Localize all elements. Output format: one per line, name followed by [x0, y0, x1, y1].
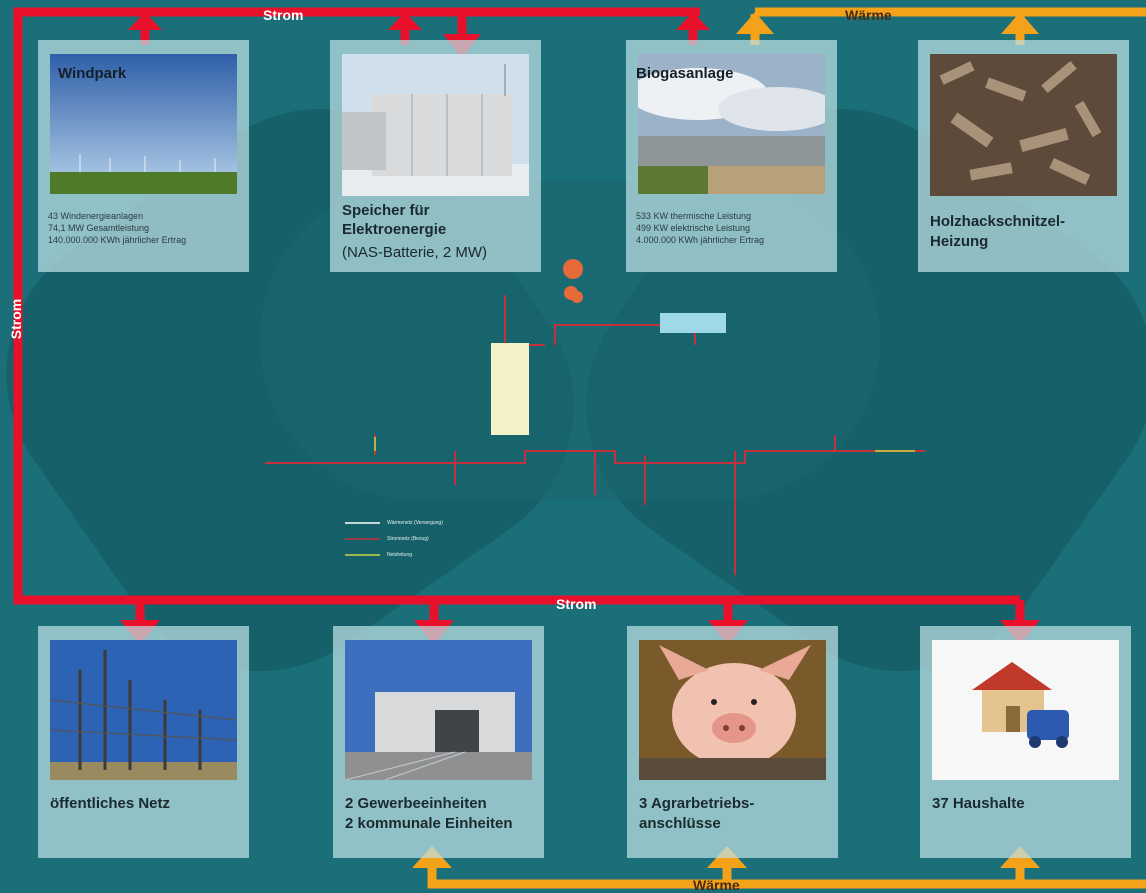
waerme-bottom-label: Wärme: [693, 877, 740, 893]
windpark-details: 43 Windenergieanlagen 74,1 MW Gesamtleis…: [48, 210, 186, 246]
windpark-detail-line: 140.000.000 KWh jährlicher Ertrag: [48, 235, 187, 245]
waerme-top-arrowheads: [736, 12, 1039, 34]
gewerbe-title-line1: 2 Gewerbeeinheiten: [345, 795, 487, 812]
map-legend-item: Wärmenetz (Versorgung): [387, 520, 443, 526]
agrar-card: 3 Agrarbetriebs- anschlüsse: [627, 626, 838, 858]
biogas-detail-line: 533 KW thermische Leistung: [636, 211, 752, 221]
speicher-subtitle: (NAS-Batterie, 2 MW): [342, 244, 488, 261]
speicher-card: Speicher für Elektroenergie (NAS-Batteri…: [330, 40, 541, 272]
map-lines: [265, 295, 925, 575]
biogas-detail-line: 4.000.000 KWh jährlicher Ertrag: [636, 235, 765, 245]
gewerbe-title-line2: 2 kommunale Einheiten: [345, 815, 513, 832]
strom-left-label: Strom: [8, 298, 25, 340]
map-orange-node-low: [571, 291, 583, 303]
map-yellow-block: [491, 343, 529, 435]
holz-photo: [930, 54, 1117, 196]
biogas-photo: [638, 54, 825, 194]
agrar-title-line1: 3 Agrarbetriebs-: [639, 795, 755, 812]
biogas-details: 533 KW thermische Leistung 499 KW elektr…: [636, 210, 764, 246]
speicher-title-line2: Elektroenergie: [342, 221, 447, 238]
strom-bottom-label: Strom: [556, 596, 597, 612]
map-legend-item: Stromnetz (Bezug): [387, 536, 429, 542]
map-legend-lines: [345, 522, 380, 556]
strom-arrowheads: [120, 12, 1040, 645]
holz-card: Holzhackschnitzel- Heizung: [918, 40, 1129, 272]
holz-title-line1: Holzhackschnitzel-: [930, 213, 1066, 230]
gewerbe-photo: [345, 640, 532, 780]
windpark-detail-line: 43 Windenergieanlagen: [48, 211, 144, 221]
biogas-detail-line: 499 KW elektrische Leistung: [636, 223, 751, 233]
waerme-top-label: Wärme: [845, 7, 892, 23]
windpark-detail-line: 74,1 MW Gesamtleistung: [48, 223, 150, 233]
netz-photo: [50, 640, 237, 780]
haushalte-title: 37 Haushalte: [932, 795, 1025, 812]
windpark-photo: [50, 54, 237, 194]
strom-top-label: Strom: [263, 7, 304, 23]
haushalte-photo: [932, 640, 1119, 780]
speicher-title-line1: Speicher für: [342, 202, 430, 219]
map-blue-block: [660, 313, 726, 333]
network-map: [265, 259, 925, 575]
map-legend-item: Netzleitung: [387, 552, 413, 558]
gewerbe-card: 2 Gewerbeeinheiten 2 kommunale Einheiten: [333, 626, 544, 858]
windpark-title: Windpark: [58, 65, 127, 82]
map-orange-node-top: [563, 259, 583, 279]
haushalte-card: 37 Haushalte: [920, 626, 1131, 858]
waerme-bottom-lines: [427, 866, 1146, 889]
biogas-title: Biogasanlage: [636, 65, 734, 82]
biogas-card: Biogasanlage 533 KW thermische Leistung …: [626, 40, 837, 272]
holz-title-line2: Heizung: [930, 233, 989, 250]
agrar-title-line2: anschlüsse: [639, 815, 721, 832]
agrar-photo: [639, 640, 826, 780]
windpark-card: Windpark 43 Windenergieanlagen 74,1 MW G…: [38, 40, 249, 272]
netz-card: öffentliches Netz: [38, 626, 249, 858]
netz-title: öffentliches Netz: [50, 795, 171, 812]
speicher-photo: [342, 54, 529, 196]
